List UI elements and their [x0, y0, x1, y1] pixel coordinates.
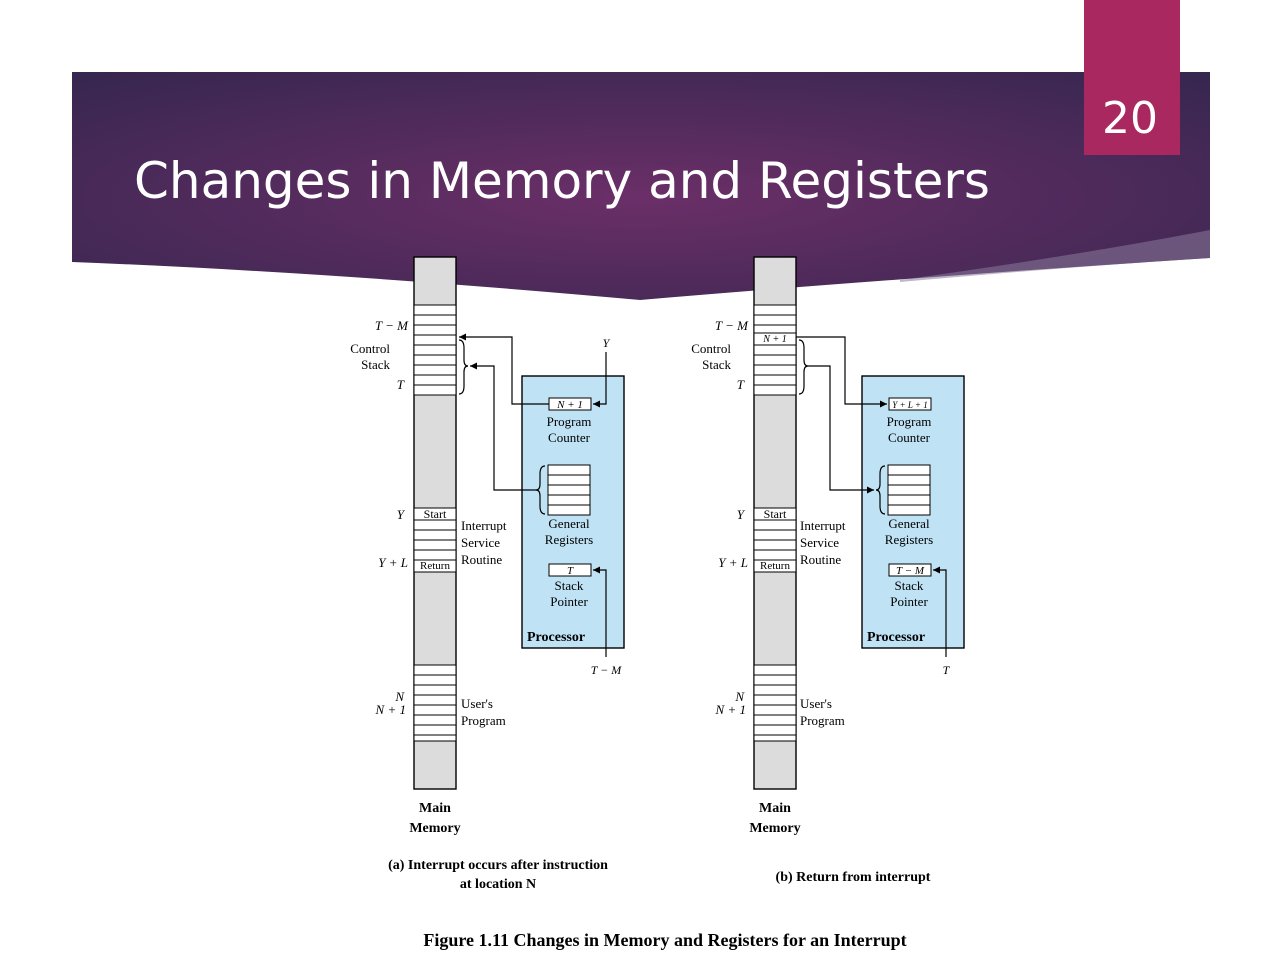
- isr-label-2-b: Service: [800, 535, 839, 550]
- figure-caption: Figure 1.11 Changes in Memory and Regist…: [423, 930, 906, 950]
- sp-label-2-b: Pointer: [890, 594, 928, 609]
- sp-register-b: [888, 563, 932, 577]
- label-control-b: Control: [691, 341, 731, 356]
- user-label-2-a: Program: [461, 713, 506, 728]
- label-tm-a: T − M: [375, 318, 409, 333]
- start-cell-b: Start: [764, 507, 787, 521]
- isr-label-3-a: Routine: [461, 552, 502, 567]
- pc-label-1-b: Program: [887, 414, 932, 429]
- memory-title-2-a: Memory: [409, 821, 460, 836]
- processor-title-a: Processor: [527, 630, 585, 645]
- pc-value-a: N + 1: [556, 399, 583, 411]
- sp-label-1-a: Stack: [555, 578, 584, 593]
- wire-pc-to-stack-a: [459, 333, 549, 405]
- stack-top-cell-b: N + 1: [762, 334, 786, 345]
- gr-label-1-b: General: [888, 516, 930, 531]
- label-control-a: Control: [350, 341, 390, 356]
- label-t-a: T: [397, 377, 405, 392]
- isr-label-1-b: Interrupt: [800, 518, 846, 533]
- return-cell-b: Return: [760, 560, 790, 572]
- brace-gr-b: [875, 465, 886, 515]
- sp-register-a: [548, 563, 592, 577]
- memory-title-1-a: Main: [419, 801, 451, 816]
- label-t-b: T: [737, 377, 745, 392]
- user-program-b: [753, 664, 797, 742]
- control-stack-b: [753, 304, 797, 396]
- label-n1-a: N + 1: [375, 702, 406, 717]
- panel-b: N + 1 Start Return T − M Control Stack T…: [691, 256, 965, 885]
- wire-t-to-sp-b: [933, 566, 947, 657]
- label-stack-b: Stack: [702, 357, 731, 372]
- pc-label-2-b: Counter: [888, 430, 931, 445]
- isr-block-b: [753, 507, 797, 573]
- wire-tm-to-sp-a: [593, 566, 607, 657]
- gr-label-2-b: Registers: [885, 532, 933, 547]
- user-label-1-a: User's: [461, 696, 493, 711]
- caption-b: (b) Return from interrupt: [776, 870, 931, 885]
- caption-a-line-2: at location N: [460, 877, 536, 892]
- return-cell-a: Return: [420, 560, 450, 572]
- isr-label-3-b: Routine: [800, 552, 841, 567]
- sp-label-1-b: Stack: [895, 578, 924, 593]
- page-number-tab: [1084, 0, 1180, 155]
- wire-gr-to-stack-a: [470, 362, 536, 491]
- pc-label-2-a: Counter: [548, 430, 591, 445]
- gr-label-2-a: Registers: [545, 532, 593, 547]
- label-y-a: Y: [397, 507, 406, 522]
- sp-label-2-a: Pointer: [550, 594, 588, 609]
- user-label-2-b: Program: [800, 713, 845, 728]
- caption-a-line-1: (a) Interrupt occurs after instruction: [388, 858, 608, 873]
- page-number: 20: [1102, 93, 1158, 144]
- pc-value-b: Y + L + 1: [892, 400, 928, 410]
- general-registers-b: [887, 464, 931, 516]
- gr-label-1-a: General: [548, 516, 590, 531]
- user-program-a: [413, 664, 457, 742]
- title-banner: [72, 72, 1210, 300]
- label-yl-a: Y + L: [378, 555, 408, 570]
- isr-label-1-a: Interrupt: [461, 518, 507, 533]
- isr-block-a: [413, 507, 457, 573]
- label-n-b: N: [734, 689, 745, 704]
- brace-stack-b: [798, 339, 809, 395]
- general-registers-a: [547, 464, 591, 516]
- panel-a: Start Return T − M Control Stack T Y Y +…: [350, 256, 625, 892]
- sp-value-b: T − M: [896, 565, 925, 577]
- label-stack-a: Stack: [361, 357, 390, 372]
- ext-label-tm-a: T − M: [591, 663, 623, 677]
- pc-register-b: [888, 397, 932, 411]
- label-n1-b: N + 1: [715, 702, 746, 717]
- ext-label-t-b: T: [943, 663, 951, 677]
- isr-label-2-a: Service: [461, 535, 500, 550]
- page-title: Changes in Memory and Registers: [134, 152, 990, 210]
- sp-value-a: T: [567, 565, 574, 577]
- control-stack-a: [413, 304, 457, 396]
- memory-title-1-b: Main: [759, 801, 791, 816]
- pc-label-1-a: Program: [547, 414, 592, 429]
- start-cell-a: Start: [424, 507, 447, 521]
- label-n-a: N: [394, 689, 405, 704]
- banner-accent: [900, 230, 1210, 282]
- ext-label-y-a: Y: [603, 336, 611, 350]
- brace-stack-a: [458, 339, 469, 395]
- label-yl-b: Y + L: [718, 555, 748, 570]
- wire-stack-to-gr-b: [808, 365, 874, 494]
- processor-title-b: Processor: [867, 630, 925, 645]
- memory-title-2-b: Memory: [749, 821, 800, 836]
- label-y-b: Y: [737, 507, 746, 522]
- user-label-1-b: User's: [800, 696, 832, 711]
- wire-y-to-pc-a: [593, 352, 607, 408]
- label-tm-b: T − M: [715, 318, 749, 333]
- wire-stack-to-pc-b: [796, 336, 887, 408]
